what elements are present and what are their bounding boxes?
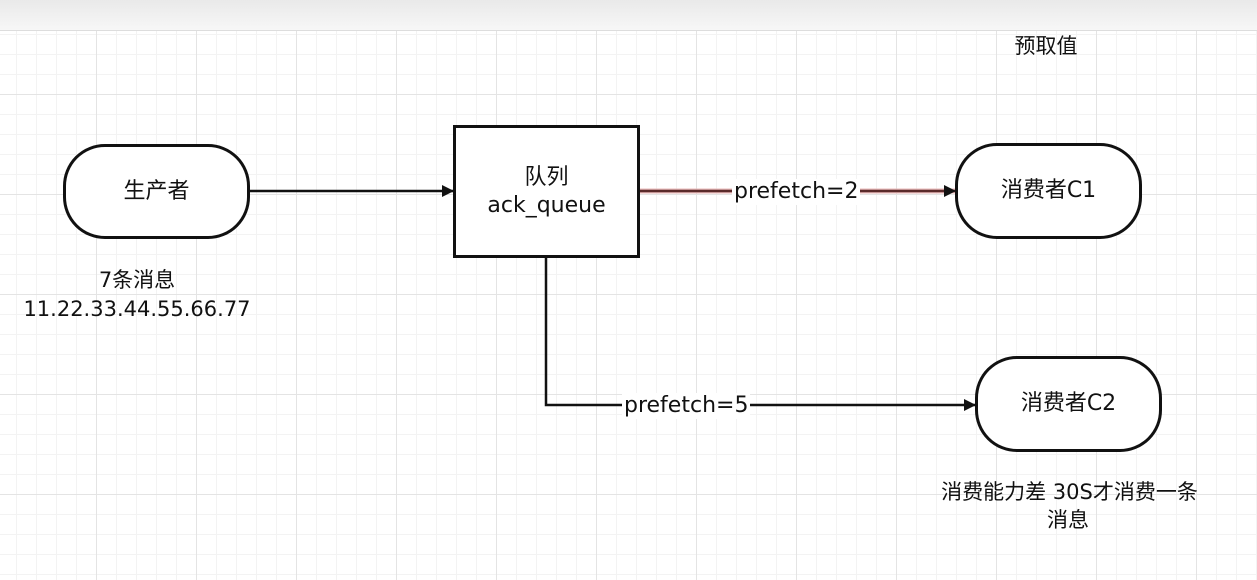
c2-note-line1: 消费能力差 30S才消费一条 <box>941 480 1198 504</box>
node-producer-label: 生产者 <box>123 178 190 204</box>
node-queue-label-line2: ack_queue <box>487 192 606 218</box>
canvas-top-bar <box>0 0 1257 31</box>
c2-note-line2: 消息 <box>1047 508 1089 532</box>
node-consumer-c1[interactable]: 消费者C1 <box>955 143 1142 239</box>
node-consumer-c2-label: 消费者C2 <box>1020 391 1117 416</box>
node-queue[interactable]: 队列 ack_queue <box>453 125 640 258</box>
node-consumer-c1-label: 消费者C1 <box>1000 178 1097 203</box>
messages-list: 11.22.33.44.55.66.77 <box>23 297 251 321</box>
node-producer[interactable]: 生产者 <box>63 144 250 239</box>
node-consumer-c2[interactable]: 消费者C2 <box>975 356 1162 452</box>
node-queue-label-line1: 队列 <box>524 164 569 190</box>
messages-count: 7条消息 <box>98 268 176 292</box>
edge-queue-to-c2[interactable] <box>544 258 976 411</box>
prefetch-title: 预取值 <box>1014 34 1078 58</box>
edge-label-queue-to-c1: prefetch=2 <box>732 179 861 205</box>
edge-label-queue-to-c2: prefetch=5 <box>622 393 751 419</box>
